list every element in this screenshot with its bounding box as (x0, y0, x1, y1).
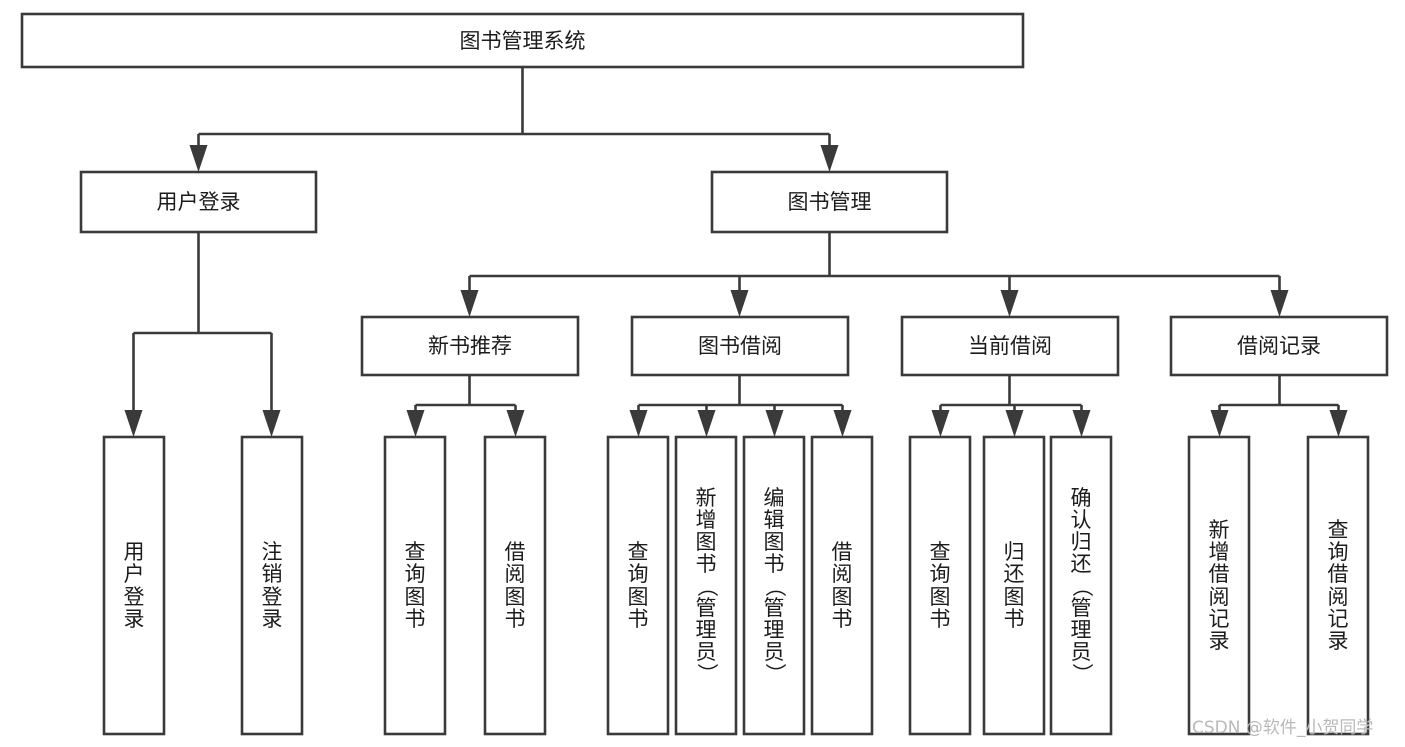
node-box-leaf-borrow-book-2[interactable] (810, 435, 874, 736)
arrow-to-book-management (820, 145, 839, 172)
node-box-book-borrow[interactable] (630, 315, 850, 377)
node-box-leaf-query-book-3[interactable] (908, 435, 972, 736)
node-label-borrow-record: 借阅记录 (1237, 334, 1321, 358)
node-box-leaf-logout-login[interactable] (240, 435, 304, 736)
arrow-to-leaf-add-book (697, 410, 716, 437)
node-box-leaf-return-book[interactable] (982, 435, 1046, 736)
arrow-to-user-login (189, 145, 208, 172)
node-box-current-borrow[interactable] (900, 315, 1120, 377)
node-box-user-login[interactable] (79, 170, 318, 234)
node-box-leaf-query-book-1[interactable] (383, 435, 447, 736)
arrow-to-leaf-query-book-3 (931, 410, 950, 437)
node-box-book-management[interactable] (710, 170, 949, 234)
node-label-user-login: 用户登录 (157, 190, 241, 214)
arrow-to-leaf-edit-book (765, 410, 784, 437)
arrow-to-leaf-add-record (1210, 410, 1229, 437)
arrow-to-leaf-query-book-2 (629, 410, 648, 437)
node-box-leaf-add-book[interactable] (674, 435, 738, 736)
node-label-book-borrow: 图书借阅 (698, 334, 782, 358)
node-label-new-book-recommend: 新书推荐 (428, 334, 512, 358)
arrow-to-leaf-query-book-1 (406, 410, 425, 437)
arrow-to-leaf-borrow-book-1 (506, 410, 525, 437)
node-label-root: 图书管理系统 (460, 29, 586, 53)
arrow-to-leaf-logout-login (262, 410, 281, 437)
arrow-to-leaf-confirm-return (1072, 410, 1091, 437)
arrow-to-current-borrow (1000, 290, 1019, 317)
arrow-to-leaf-user-login (124, 410, 143, 437)
node-box-leaf-add-record[interactable] (1187, 435, 1251, 736)
node-box-borrow-record[interactable] (1169, 315, 1389, 377)
node-box-leaf-confirm-return[interactable] (1049, 435, 1113, 736)
connector-layer (124, 67, 1348, 437)
arrow-to-leaf-query-record (1329, 410, 1348, 437)
arrow-to-new-book-recommend (460, 290, 479, 317)
node-box-root[interactable] (20, 12, 1025, 69)
node-box-leaf-query-record[interactable] (1306, 435, 1370, 736)
node-box-leaf-query-book-2[interactable] (606, 435, 670, 736)
node-layer: 图书管理系统 用户登录 图书管理 新书推荐 图书借阅 当前借阅 借阅记录 (20, 12, 1389, 736)
node-label-book-management: 图书管理 (788, 190, 872, 214)
node-box-new-book-recommend[interactable] (360, 315, 580, 377)
arrow-to-leaf-return-book (1005, 410, 1024, 437)
node-box-leaf-borrow-book-1[interactable] (483, 435, 547, 736)
arrow-to-leaf-borrow-book-2 (833, 410, 852, 437)
node-box-leaf-edit-book[interactable] (742, 435, 806, 736)
arrow-to-book-borrow (730, 290, 749, 317)
node-label-current-borrow: 当前借阅 (968, 334, 1052, 358)
node-box-leaf-user-login[interactable] (102, 435, 166, 736)
arrow-to-borrow-record (1270, 290, 1289, 317)
